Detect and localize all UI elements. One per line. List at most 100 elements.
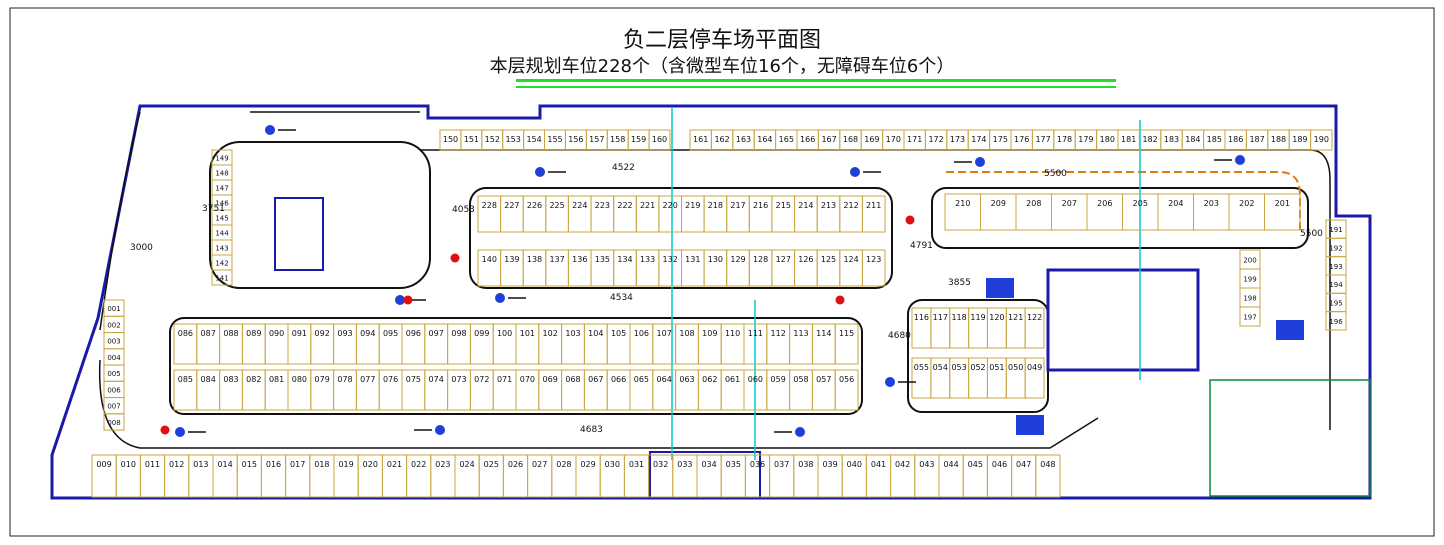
mid-bottom-stall-number: 085 — [178, 375, 193, 384]
island1-bottom-stall-number: 128 — [753, 255, 768, 264]
block-right-bottom-stall-number: 052 — [970, 363, 985, 372]
block-right-top-stall-number: 117 — [933, 313, 948, 322]
mid-top-stall-number: 087 — [201, 329, 216, 338]
mid-bottom-stall-number: 057 — [816, 375, 831, 384]
top-b-stall-number: 168 — [843, 135, 858, 144]
dimension-label: 4534 — [610, 293, 633, 303]
bottom-stall-number: 032 — [653, 460, 668, 469]
island1-bottom-stall-number: 123 — [866, 255, 881, 264]
top-b-stall-number: 179 — [1078, 135, 1093, 144]
u-turn-sign-icon — [986, 278, 1014, 298]
mid-top-stall-number: 096 — [406, 329, 421, 338]
right-outer-stall — [1325, 311, 1347, 331]
island2-top-stall-number: 204 — [1168, 199, 1183, 208]
island1-bottom-stall-number: 131 — [685, 255, 700, 264]
mid-top-stall-number: 089 — [246, 329, 261, 338]
island1-bottom-stall-number: 130 — [708, 255, 723, 264]
u-turn-sign-icon — [1276, 320, 1304, 340]
top-a-stall-number: 152 — [485, 135, 500, 144]
left-stall-number: 147 — [215, 185, 228, 193]
dimension-label: 4522 — [612, 163, 635, 173]
direction-marker-icon — [885, 377, 895, 387]
bottom-stall-number: 016 — [266, 460, 281, 469]
bottom-stall-number: 013 — [193, 460, 208, 469]
left-stall-number: 141 — [215, 275, 228, 283]
mid-bottom-stall-number: 084 — [201, 375, 216, 384]
block-right-top-stall — [1024, 307, 1045, 349]
island1-top-stall-number: 213 — [821, 201, 836, 210]
block-right-bottom-stall-number: 050 — [1008, 363, 1023, 372]
mid-top-stall-number: 095 — [383, 329, 398, 338]
top-a-stall-number: 158 — [610, 135, 625, 144]
top-b-stall-number: 178 — [1057, 135, 1072, 144]
red-marker-icon — [835, 295, 845, 305]
bottom-stall-number: 044 — [943, 460, 958, 469]
island-center — [469, 187, 893, 289]
island1-bottom-stall — [861, 249, 886, 287]
direction-marker-icon — [975, 157, 985, 167]
island1-top-stall-number: 224 — [572, 201, 587, 210]
bottom-stall-number: 027 — [532, 460, 547, 469]
mid-bottom-stall-number: 069 — [543, 375, 558, 384]
dimension-label: 3751 — [202, 204, 225, 214]
left-stall-number: 144 — [215, 230, 229, 238]
block-right-top-stall-number: 116 — [914, 313, 929, 322]
right-outer-stall-number: 194 — [1329, 281, 1343, 289]
island1-bottom-stall-number: 139 — [504, 255, 519, 264]
top-b-stall-number: 177 — [1035, 135, 1050, 144]
direction-marker-icon — [175, 427, 185, 437]
title-underline-1 — [516, 79, 1116, 82]
orange-route-path — [946, 171, 1301, 230]
left-small-stall-number: 004 — [107, 354, 121, 362]
mid-top-stall-number: 086 — [178, 329, 193, 338]
right-inner-stall-number: 200 — [1243, 257, 1256, 265]
top-b-stall-number: 173 — [950, 135, 965, 144]
island1-bottom-stall-number: 129 — [730, 255, 745, 264]
red-marker-icon — [160, 425, 170, 435]
mid-top-stall-number: 090 — [269, 329, 284, 338]
island-middle-long — [169, 317, 863, 415]
block-right-bottom-stall-number: 055 — [914, 363, 929, 372]
lane-bottom-curb — [98, 359, 1099, 449]
dimension-labels-layer: 3751300040534522453446803855479155005500… — [130, 163, 1323, 435]
top-a-stall-number: 153 — [506, 135, 521, 144]
red-marker-icon — [450, 253, 460, 263]
right-outer-stall-number: 193 — [1329, 263, 1342, 271]
bottom-stall-number: 025 — [484, 460, 499, 469]
bottom-stall — [1035, 454, 1061, 498]
mid-bottom-stall-number: 077 — [360, 375, 375, 384]
left-small-stall-number: 007 — [107, 403, 120, 411]
top-b-stall-number: 189 — [1292, 135, 1307, 144]
right-inner-stall-number: 199 — [1243, 276, 1256, 284]
mid-top-stall-number: 112 — [771, 329, 786, 338]
bottom-stall-number: 039 — [822, 460, 837, 469]
top-b-stall-number: 172 — [928, 135, 943, 144]
mid-bottom-stall-number: 058 — [793, 375, 808, 384]
island1-bottom-stall-number: 133 — [640, 255, 655, 264]
cyan-line-1 — [671, 108, 1141, 460]
mid-bottom-stall-number: 063 — [679, 375, 694, 384]
island1-top-stall-number: 219 — [685, 201, 700, 210]
mid-bottom-stall-number: 078 — [337, 375, 352, 384]
direction-marker-icon — [1235, 155, 1245, 165]
bottom-stall-number: 012 — [169, 460, 184, 469]
bottom-stall-number: 048 — [1040, 460, 1055, 469]
mid-bottom-stall-number: 070 — [520, 375, 535, 384]
island1-top-stall — [861, 195, 886, 233]
block-right-top-stall-number: 118 — [951, 313, 966, 322]
direction-marker-icon — [395, 295, 405, 305]
bottom-stall-number: 026 — [508, 460, 523, 469]
mid-top-stall-number: 115 — [839, 329, 854, 338]
bottom-stall-number: 010 — [121, 460, 136, 469]
top-a-stall-number: 159 — [631, 135, 646, 144]
mid-bottom-stall-number: 065 — [634, 375, 649, 384]
title-underline-2 — [516, 86, 1116, 88]
mid-bottom-stall-number: 080 — [292, 375, 307, 384]
top-b-stall-number: 184 — [1185, 135, 1200, 144]
island1-top-stall-number: 221 — [640, 201, 655, 210]
left-small-stall-number: 001 — [107, 305, 120, 313]
core-service-center — [1046, 268, 1200, 372]
mid-top-stall-number: 104 — [588, 329, 603, 338]
dimension-label: 5500 — [1044, 169, 1067, 179]
bottom-stall-number: 035 — [726, 460, 741, 469]
